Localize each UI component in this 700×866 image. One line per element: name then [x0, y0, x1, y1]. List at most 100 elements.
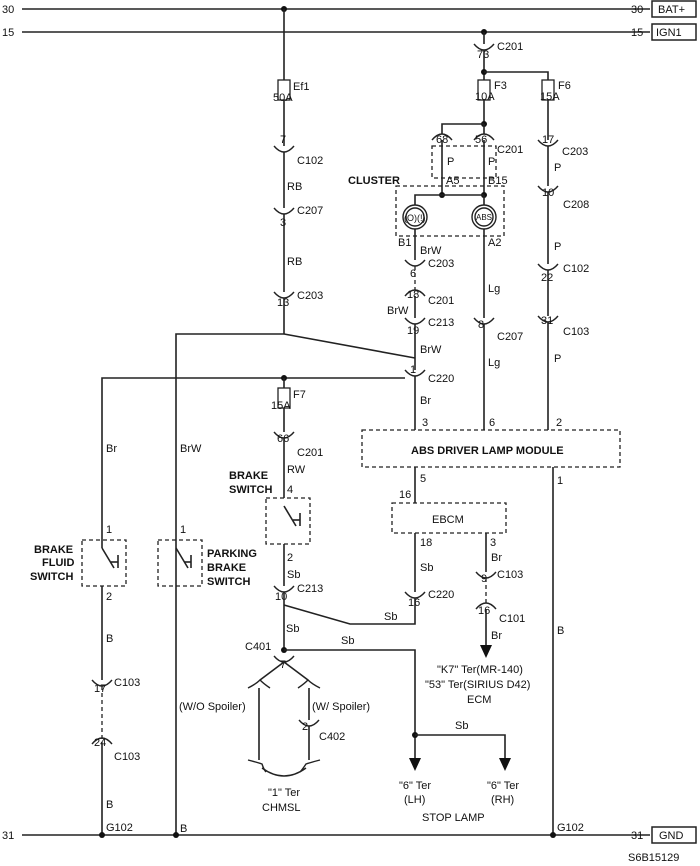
svg-text:30: 30: [2, 4, 14, 16]
svg-text:C201: C201: [497, 144, 523, 156]
svg-text:"53" Ter(SIRIUS D42): "53" Ter(SIRIUS D42): [425, 679, 530, 691]
wire-label: RW: [287, 464, 306, 476]
wire-label: BrW: [420, 245, 442, 257]
wire-label: Br: [491, 552, 502, 564]
connector-c401-7: 7 C401: [245, 641, 295, 671]
svg-text:1: 1: [180, 524, 186, 536]
svg-text:C203: C203: [562, 146, 588, 158]
arrow-icon: [409, 758, 421, 771]
wire-label: Sb: [341, 635, 354, 647]
connector-c203-17: 17 C203: [537, 134, 588, 158]
svg-text:C103: C103: [114, 677, 140, 689]
svg-text:C103: C103: [114, 751, 140, 763]
svg-text:C103: C103: [563, 326, 589, 338]
fuse-f3: F3 10A: [475, 79, 507, 103]
connector-c201-73: 73 C201: [473, 41, 523, 61]
connector-c207-8: 8 C207: [473, 317, 523, 343]
connector-c220-1: 1 C220: [404, 364, 454, 385]
svg-text:2: 2: [302, 721, 308, 733]
connector-c213-19: 19 C213: [404, 317, 454, 337]
connector-c213-10: 10 C213: [273, 583, 323, 603]
connector-c102-7: 7 C102: [273, 134, 323, 167]
fuse-ef1: Ef1 50A: [273, 79, 310, 112]
svg-text:C201: C201: [428, 295, 454, 307]
svg-text:ECM: ECM: [467, 694, 491, 706]
svg-text:(RH): (RH): [491, 794, 514, 806]
svg-text:C208: C208: [563, 199, 589, 211]
svg-text:17: 17: [542, 134, 554, 146]
connector-c201-18: 18 C201: [404, 289, 454, 307]
ecm: "K7" Ter(MR-140) "53" Ter(SIRIUS D42) EC…: [425, 664, 530, 706]
svg-text:10A: 10A: [475, 91, 495, 103]
svg-text:C101: C101: [499, 613, 525, 625]
svg-text:C103: C103: [497, 569, 523, 581]
wire-label: P: [554, 241, 561, 253]
svg-text:6: 6: [410, 268, 416, 280]
abs-driver-lamp-module: ABS DRIVER LAMP MODULE 3 6 2 5 1: [361, 417, 621, 487]
wire-label: B: [106, 633, 113, 645]
svg-text:C102: C102: [563, 263, 589, 275]
wire-label: Lg: [488, 283, 500, 295]
parking-brake-switch: 1 PARKING BRAKE SWITCH: [157, 524, 257, 588]
fuse-f7: F7 15A: [271, 387, 306, 412]
svg-text:C401: C401: [245, 641, 271, 653]
svg-text:C102: C102: [297, 155, 323, 167]
rail-gnd: 31 31 GND: [2, 826, 697, 844]
svg-text:C201: C201: [297, 447, 323, 459]
svg-text:C402: C402: [319, 731, 345, 743]
wire-label: BrW: [420, 344, 442, 356]
svg-text:73: 73: [477, 49, 489, 61]
svg-text:16: 16: [399, 489, 411, 501]
svg-text:Ef1: Ef1: [293, 81, 310, 93]
svg-text:C220: C220: [428, 589, 454, 601]
svg-text:BAT+: BAT+: [658, 4, 685, 16]
svg-text:15A: 15A: [540, 91, 560, 103]
chmsl-wo-spoiler: (W/O Spoiler): [179, 701, 246, 713]
svg-text:6: 6: [489, 417, 495, 429]
svg-text:1: 1: [410, 364, 416, 376]
rail-ign1: 15 15 IGN1: [2, 23, 697, 41]
connector-c207-3: 3 C207: [273, 205, 323, 229]
wire-label: Br: [491, 630, 502, 642]
svg-text:7: 7: [280, 134, 286, 146]
svg-text:ABS: ABS: [476, 213, 492, 222]
svg-text:CLUSTER: CLUSTER: [348, 175, 400, 187]
svg-text:16: 16: [478, 605, 490, 617]
stop-lamp: "6" Ter (LH) "6" Ter (RH) STOP LAMP: [399, 780, 519, 824]
svg-text:F3: F3: [494, 80, 507, 92]
svg-text:C213: C213: [297, 583, 323, 595]
svg-text:C207: C207: [497, 331, 523, 343]
svg-text:C207: C207: [297, 205, 323, 217]
svg-text:C201: C201: [497, 41, 523, 53]
svg-text:BRAKE: BRAKE: [229, 470, 268, 482]
wire-label: Sb: [286, 623, 299, 635]
svg-text:"K7" Ter(MR-140): "K7" Ter(MR-140): [437, 664, 523, 676]
wire-label: Sb: [420, 562, 433, 574]
wire-label: B: [557, 625, 564, 637]
wire-label: Sb: [287, 569, 300, 581]
svg-text:2: 2: [556, 417, 562, 429]
svg-text:22: 22: [541, 272, 553, 284]
svg-text:C203: C203: [297, 290, 323, 302]
svg-text:"6" Ter: "6" Ter: [487, 780, 519, 792]
svg-text:F7: F7: [293, 389, 306, 401]
wire-label: Lg: [488, 357, 500, 369]
svg-text:1: 1: [557, 475, 563, 487]
svg-text:SWITCH: SWITCH: [229, 484, 272, 496]
svg-text:(O)(!): (O)(!): [404, 213, 426, 223]
ground-g102: G102: [557, 822, 584, 834]
svg-text:GND: GND: [659, 830, 684, 842]
svg-text:PARKING: PARKING: [207, 548, 257, 560]
wire-label: BrW: [180, 443, 202, 455]
svg-text:IGN1: IGN1: [656, 27, 682, 39]
abs-warning-lamp: ABS: [471, 204, 497, 230]
svg-text:BRAKE: BRAKE: [207, 562, 246, 574]
svg-text:31: 31: [2, 830, 14, 842]
svg-text:EBCM: EBCM: [432, 514, 464, 526]
svg-text:19: 19: [407, 325, 419, 337]
figure-id: S6B15129: [628, 852, 679, 864]
svg-text:"6" Ter: "6" Ter: [399, 780, 431, 792]
brake-switch: BRAKE SWITCH 4 2: [229, 470, 311, 564]
svg-text:4: 4: [287, 484, 293, 496]
